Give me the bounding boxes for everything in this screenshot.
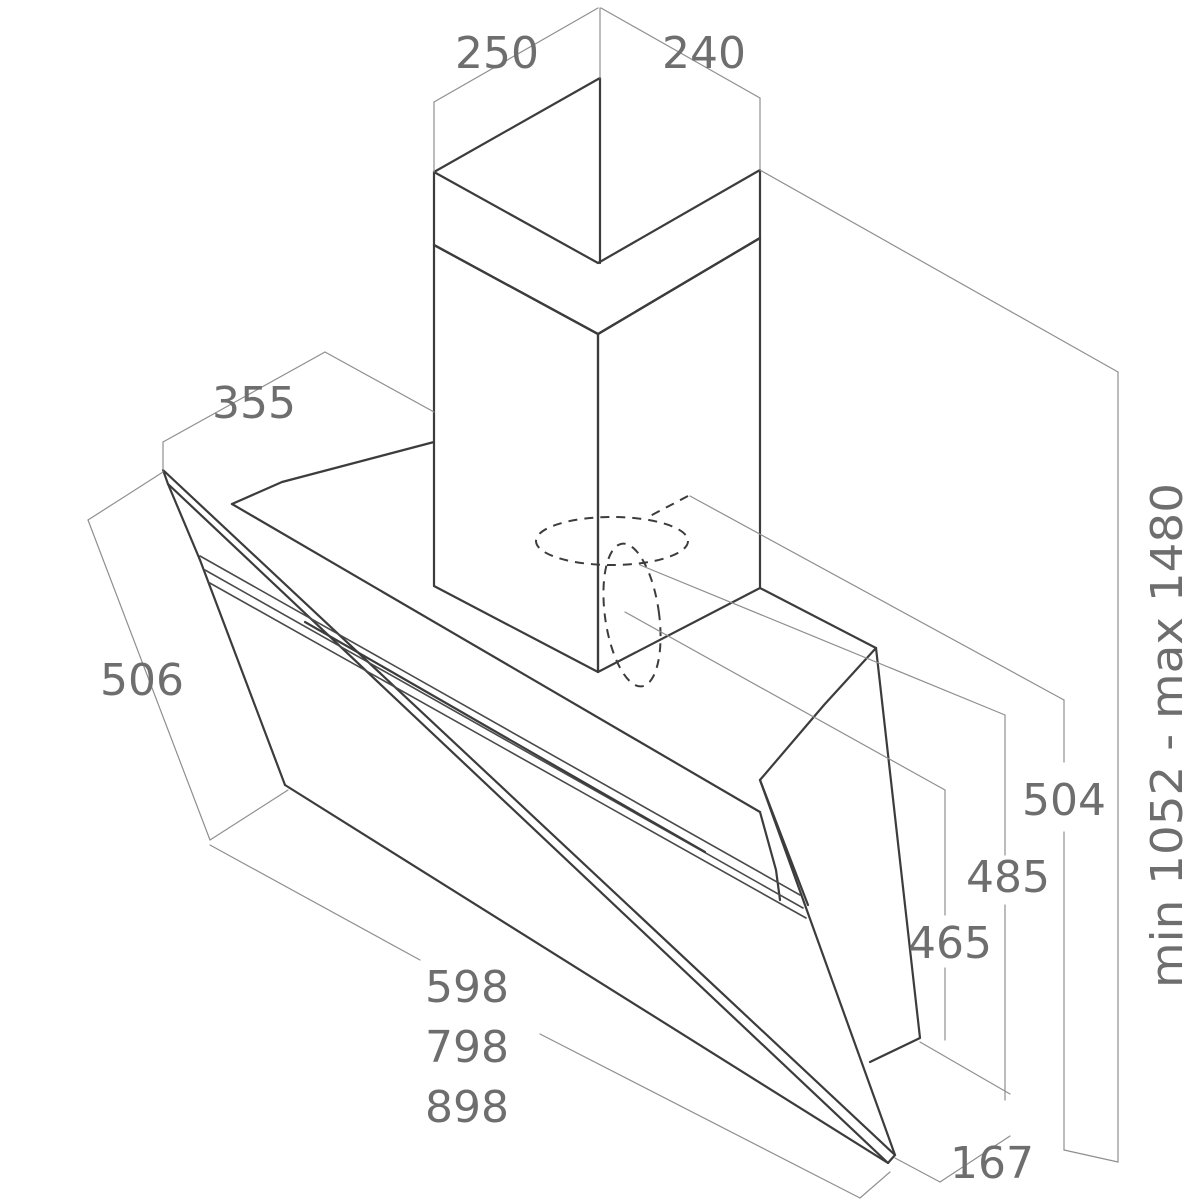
dimension-label-506: 506 <box>100 655 184 706</box>
chimney-left-face <box>432 243 600 674</box>
glass-right-edge <box>758 778 897 1157</box>
glass-lower-left-edge <box>198 558 287 787</box>
control-strip-middle <box>204 569 804 909</box>
back-outlet-dashed <box>602 542 662 688</box>
glass-outer-edge <box>161 468 897 1165</box>
dimension-lines <box>87 7 1119 1199</box>
glass-top-band <box>230 502 762 814</box>
hood-right-side <box>758 586 922 1064</box>
control-strip-inset <box>303 620 707 854</box>
chimney <box>432 76 762 674</box>
dimension-label-465: 465 <box>908 918 992 969</box>
chimney-right-face <box>596 236 762 674</box>
dimension-label-898: 898 <box>425 1082 509 1133</box>
dimension-label-485: 485 <box>966 852 1050 903</box>
glass-top-band-end <box>758 810 782 902</box>
control-strip-lower <box>207 581 807 919</box>
glass-left-edge <box>166 482 202 562</box>
outlet-guide-dashed <box>649 495 689 517</box>
hood-body <box>230 440 922 1064</box>
dimension-label-240: 240 <box>662 28 746 79</box>
dimension-label-250: 250 <box>455 28 539 79</box>
top-outlet-dashed <box>535 516 689 566</box>
control-strip-upper <box>199 555 801 896</box>
dimension-label-355: 355 <box>212 378 296 429</box>
dimension-label-598: 598 <box>425 962 509 1013</box>
duct-outlets <box>535 495 689 688</box>
hood-top-left-edge <box>230 440 436 506</box>
dimension-label-167: 167 <box>950 1138 1034 1189</box>
chimney-upper-back-edge <box>432 76 602 265</box>
glass-panel <box>161 468 897 1165</box>
dimension-label-798: 798 <box>425 1022 509 1073</box>
dimension-label-total-height: min 1052 - max 1480 <box>1142 483 1193 988</box>
chimney-upper-section <box>432 168 762 336</box>
glass-bottom-edge <box>283 783 890 1165</box>
hood-right-top-edge <box>758 646 878 782</box>
chimney-joint <box>432 236 762 336</box>
dimension-label-504: 504 <box>1022 775 1106 826</box>
dimension-labels: 250 240 355 506 598 798 898 504 485 465 … <box>100 28 1193 1189</box>
